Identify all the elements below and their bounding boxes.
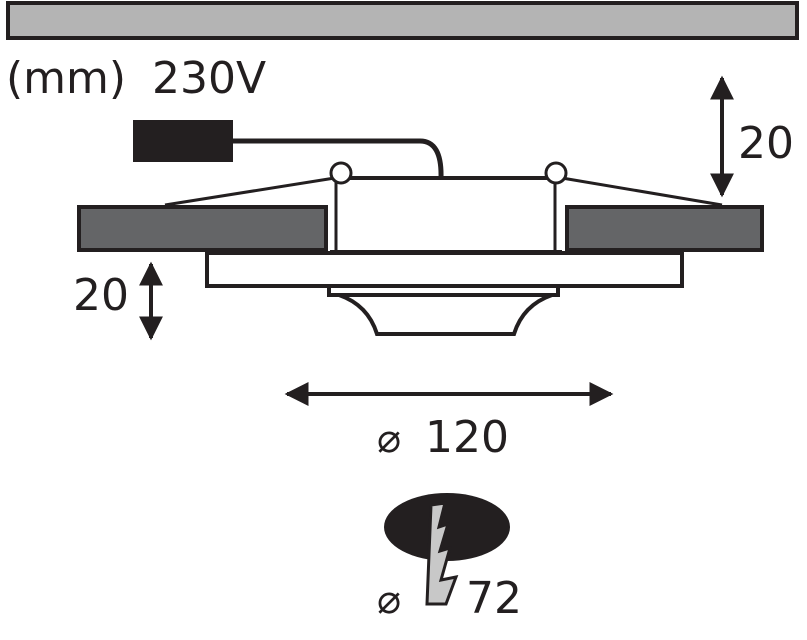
ceiling-panel-left <box>77 205 328 252</box>
cutout-diameter-label: 72 <box>466 573 522 624</box>
cutout-icon <box>384 493 510 606</box>
lens <box>327 286 560 336</box>
cable <box>232 138 444 179</box>
cutout-diameter-symbol: ⌀ <box>377 577 401 623</box>
trim-plate <box>205 251 684 288</box>
driver-box <box>133 120 233 162</box>
diameter-symbol: ⌀ <box>377 416 401 462</box>
height-label: 20 <box>73 270 129 321</box>
voltage-label: 230V <box>152 53 266 104</box>
ceiling-panel-right <box>565 205 764 252</box>
unit-label: (mm) <box>6 53 126 104</box>
diameter-label: 120 <box>425 412 509 463</box>
ceiling-bar <box>6 1 799 40</box>
depth-label: 20 <box>738 118 794 169</box>
